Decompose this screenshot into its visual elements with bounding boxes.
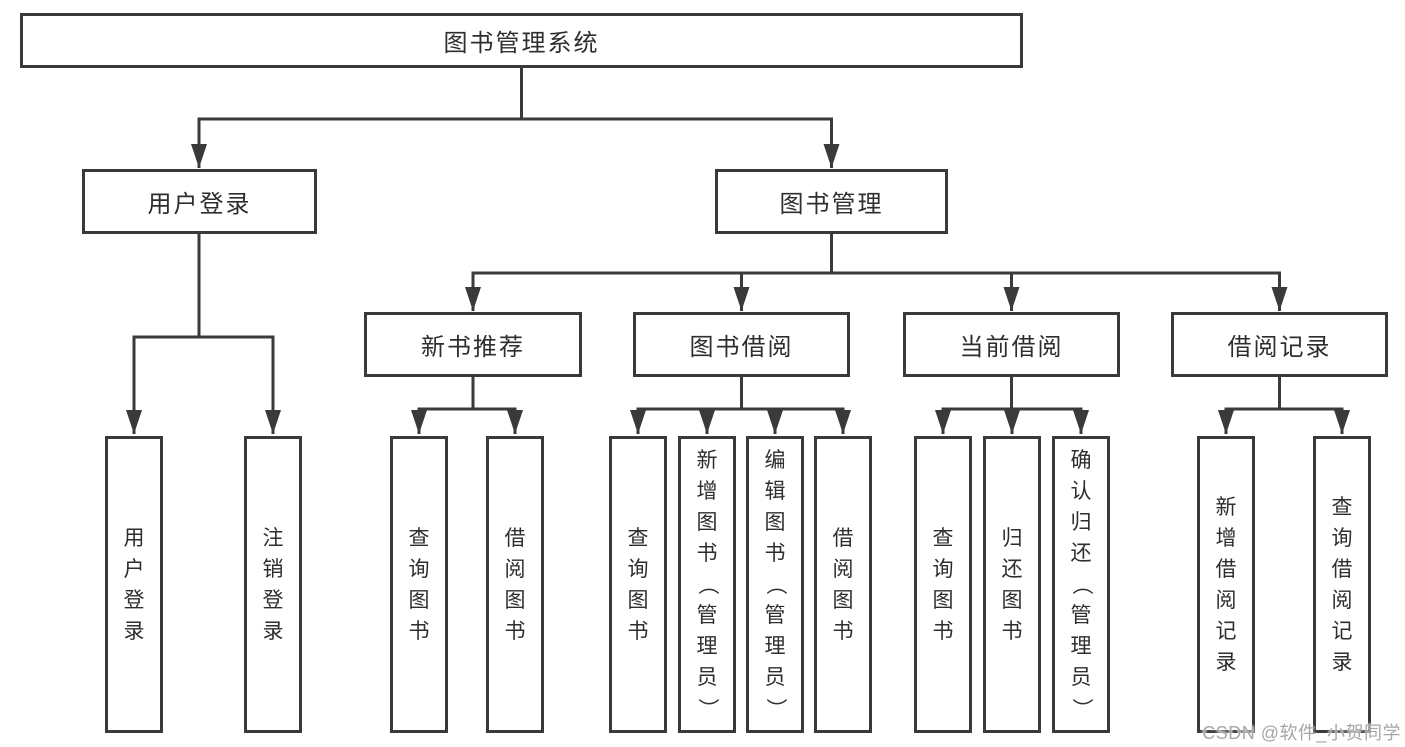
node-current-borrowing-label: 当前借阅 bbox=[959, 334, 1064, 361]
node-leaf-query-borrow-record: 查询借阅记录 bbox=[1313, 436, 1371, 733]
node-user-login-label: 用户登录 bbox=[147, 191, 252, 218]
node-leaf-logout-label: 注销登录 bbox=[262, 526, 284, 643]
node-leaf-user-login-label: 用户登录 bbox=[123, 526, 145, 643]
node-new-book-recommend: 新书推荐 bbox=[364, 312, 582, 377]
node-leaf-logout: 注销登录 bbox=[244, 436, 302, 733]
watermark: CSDN @软件_小贺同学 bbox=[1202, 723, 1401, 743]
node-leaf-return-books-label: 归还图书 bbox=[1001, 526, 1023, 643]
node-leaf-user-login: 用户登录 bbox=[105, 436, 163, 733]
node-leaf-add-borrow-record: 新增借阅记录 bbox=[1197, 436, 1255, 733]
node-leaf-query-books-3-label: 查询图书 bbox=[932, 526, 954, 643]
node-leaf-edit-books-admin: 编辑图书（管理员） bbox=[746, 436, 804, 733]
node-leaf-edit-books-admin-label: 编辑图书（管理员） bbox=[763, 449, 787, 719]
node-leaf-borrow-books-1-label: 借阅图书 bbox=[504, 526, 526, 643]
node-leaf-query-borrow-record-label: 查询借阅记录 bbox=[1331, 495, 1353, 674]
node-book-borrowing-label: 图书借阅 bbox=[689, 334, 794, 361]
node-current-borrowing: 当前借阅 bbox=[903, 312, 1120, 377]
node-leaf-add-books-admin: 新增图书（管理员） bbox=[678, 436, 736, 733]
node-book-borrowing: 图书借阅 bbox=[633, 312, 850, 377]
node-library-management-system-label: 图书管理系统 bbox=[443, 30, 600, 57]
node-borrowing-records: 借阅记录 bbox=[1171, 312, 1388, 377]
node-leaf-query-books-1-label: 查询图书 bbox=[408, 526, 430, 643]
node-leaf-confirm-return-admin: 确认归还（管理员） bbox=[1052, 436, 1110, 733]
node-book-management-label: 图书管理 bbox=[779, 191, 884, 218]
node-leaf-confirm-return-admin-label: 确认归还（管理员） bbox=[1069, 449, 1093, 719]
node-leaf-return-books: 归还图书 bbox=[983, 436, 1041, 733]
node-leaf-query-books-1: 查询图书 bbox=[390, 436, 448, 733]
node-leaf-query-books-3: 查询图书 bbox=[914, 436, 972, 733]
node-leaf-borrow-books-2: 借阅图书 bbox=[814, 436, 872, 733]
node-leaf-borrow-books-1: 借阅图书 bbox=[486, 436, 544, 733]
node-leaf-add-books-admin-label: 新增图书（管理员） bbox=[695, 449, 719, 719]
node-leaf-query-books-2: 查询图书 bbox=[609, 436, 667, 733]
node-user-login: 用户登录 bbox=[82, 169, 317, 234]
node-new-book-recommend-label: 新书推荐 bbox=[421, 334, 525, 361]
node-leaf-add-borrow-record-label: 新增借阅记录 bbox=[1215, 495, 1237, 674]
node-library-management-system: 图书管理系统 bbox=[20, 13, 1023, 68]
node-borrowing-records-label: 借阅记录 bbox=[1227, 334, 1332, 361]
node-book-management: 图书管理 bbox=[715, 169, 948, 234]
node-leaf-query-books-2-label: 查询图书 bbox=[627, 526, 649, 643]
node-leaf-borrow-books-2-label: 借阅图书 bbox=[832, 526, 854, 643]
